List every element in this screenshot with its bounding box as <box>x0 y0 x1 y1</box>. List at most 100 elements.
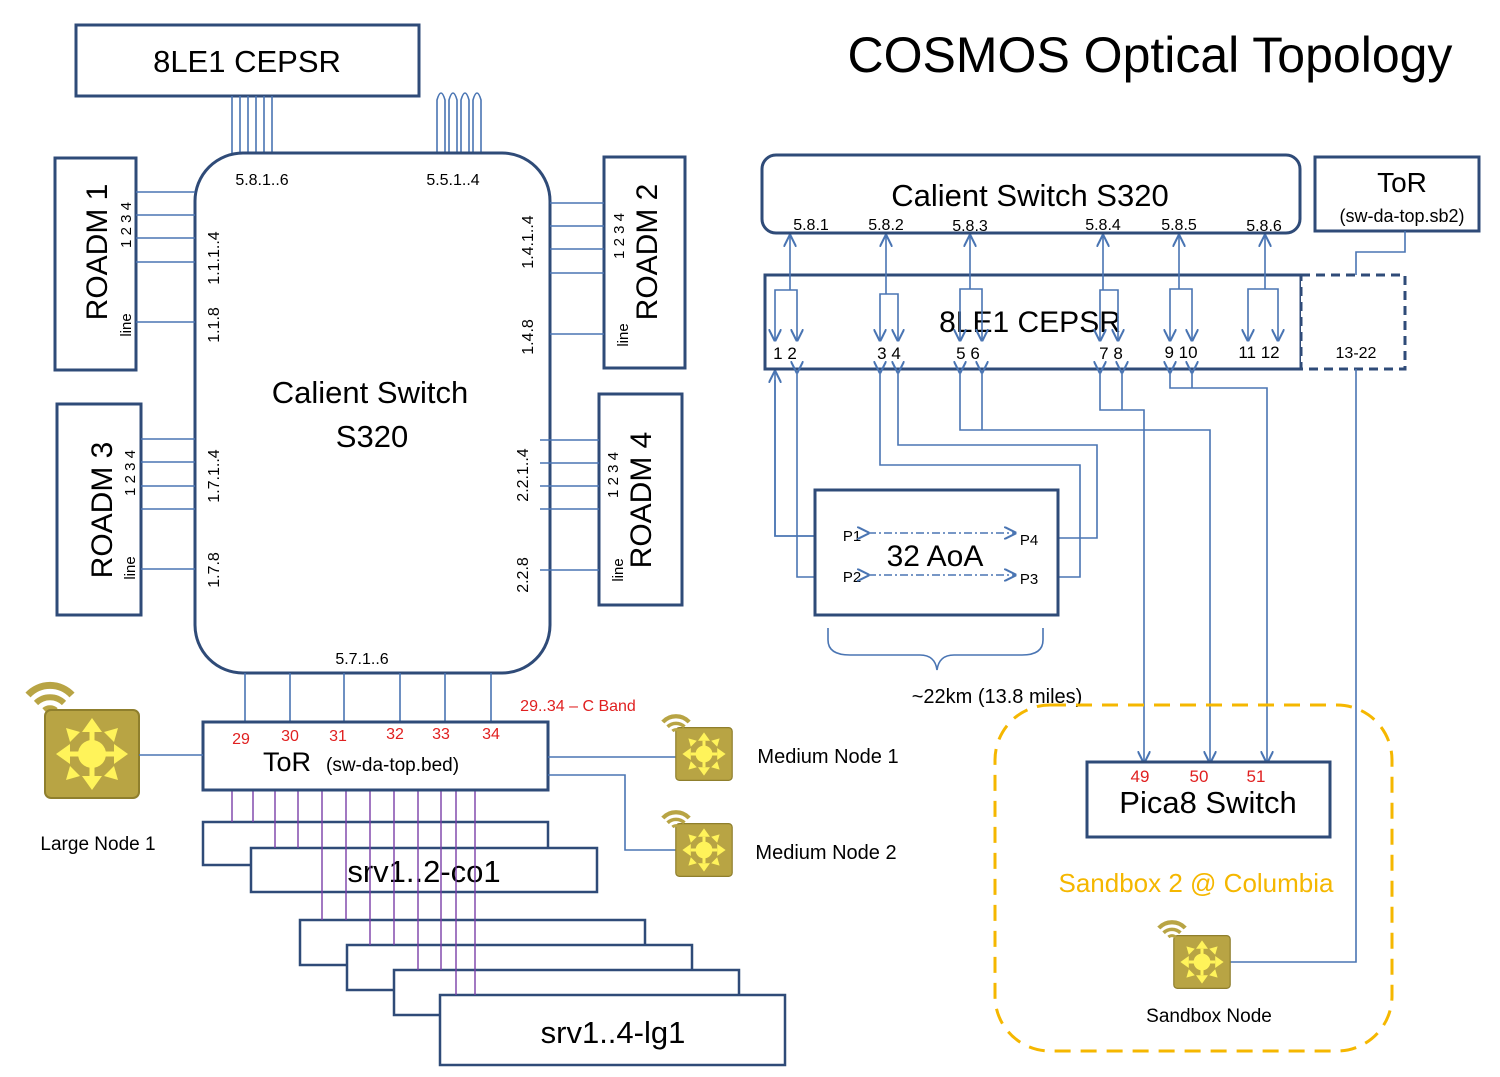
calient-left-line1: Calient Switch <box>272 375 468 410</box>
roadm-3-label: ROADM 3 <box>86 442 119 579</box>
cepsr-right-ports: 1 2 3 4 5 6 7 8 9 10 11 12 <box>773 343 1279 363</box>
svg-text:5.8.6: 5.8.6 <box>1246 218 1282 235</box>
tor-left-sub: (sw-da-top.bed) <box>326 755 459 776</box>
cepsr-box-right <box>763 273 1303 371</box>
tor-left-name: ToR <box>263 747 311 777</box>
calient-tor-links <box>244 673 492 722</box>
medium-node-2-link <box>548 774 677 851</box>
svg-text:31: 31 <box>329 728 347 745</box>
medium-node-1-label: Medium Node 1 <box>757 746 898 768</box>
roadm-2-box <box>602 155 687 370</box>
tor-right-sub: (sw-da-top.sb2) <box>1339 206 1464 226</box>
calient-left-line2: S320 <box>336 419 408 454</box>
cepsr-label-left: 8LE1 CEPSR <box>153 44 341 79</box>
port-label: 5.5.1..4 <box>426 172 479 189</box>
distance-brace <box>827 628 1044 671</box>
svg-text:51: 51 <box>1247 767 1266 786</box>
tor-right-name: ToR <box>1377 167 1427 198</box>
tor-box-right <box>1313 155 1481 233</box>
svg-text:34: 34 <box>482 726 500 743</box>
roadm-4-ports: 1 2 3 4 <box>605 452 622 498</box>
calient-cepsr-links <box>775 236 1278 340</box>
roadm-3-ports: 1 2 3 4 <box>122 450 139 496</box>
sandbox-label: Sandbox 2 @ Columbia <box>1059 868 1335 898</box>
port-label: 5.8.1..6 <box>235 172 288 189</box>
pica8-box <box>1085 760 1332 839</box>
cepsr-box-left <box>74 23 421 98</box>
svg-text:7 8: 7 8 <box>1099 344 1123 363</box>
cepsr-calient-links <box>231 92 482 155</box>
svg-text:30: 30 <box>281 728 299 745</box>
aoa-port-p4: P4 <box>1020 532 1038 549</box>
cepsr-ext-box <box>1299 273 1407 371</box>
pica8-ports: 49 50 51 <box>1131 767 1266 786</box>
roadm-4-links <box>540 439 599 571</box>
router-node-icon <box>674 822 734 878</box>
cband-label: 29..34 – C Band <box>520 698 636 715</box>
port-label: 5.7.1..6 <box>335 651 388 668</box>
roadm-4-label: ROADM 4 <box>625 432 658 569</box>
port-label: 1.4.1..4 <box>520 215 537 268</box>
distance-label: ~22km (13.8 miles) <box>912 686 1083 708</box>
roadm-2-ports: 1 2 3 4 <box>611 213 628 259</box>
port-label: 1.4.8 <box>520 319 537 355</box>
svg-text:32: 32 <box>386 726 404 743</box>
calient-switch-left <box>193 151 552 675</box>
srv-lg-label: srv1..4-lg1 <box>541 1015 686 1050</box>
aoa-label: 32 AoA <box>887 540 984 573</box>
cepsr-right-label: 8LE1 CEPSR <box>939 306 1121 339</box>
srv-co-stack <box>201 820 599 894</box>
port-label: 1.7.1..4 <box>206 449 223 502</box>
cepsr-ext-label: 13-22 <box>1336 345 1377 362</box>
roadm-1-links <box>136 191 195 323</box>
svg-text:50: 50 <box>1190 767 1209 786</box>
wifi-icon <box>28 685 72 710</box>
svg-text:29: 29 <box>232 731 250 748</box>
svg-text:3 4: 3 4 <box>877 344 901 363</box>
port-label: 2.2.1..4 <box>515 448 532 501</box>
large-node-label: Large Node 1 <box>40 834 155 855</box>
pica8-label: Pica8 Switch <box>1119 785 1296 820</box>
roadm-4-line: line <box>610 558 627 581</box>
roadm-2-line: line <box>615 323 632 346</box>
calient-right-ports: 5.8.1 5.8.2 5.8.3 5.8.4 5.8.5 5.8.6 <box>793 217 1282 235</box>
sandbox-area <box>993 703 1394 1053</box>
roadm-4-box <box>597 392 684 607</box>
router-node-icon <box>45 710 139 798</box>
svg-text:5 6: 5 6 <box>956 344 980 363</box>
svg-text:5.8.3: 5.8.3 <box>952 218 988 235</box>
aoa-box <box>813 488 1060 617</box>
svg-text:11 12: 11 12 <box>1238 343 1279 362</box>
roadm-3-links <box>141 438 195 570</box>
svg-text:1 2: 1 2 <box>773 344 797 363</box>
cepsr-aoa-links <box>775 369 1357 963</box>
calient-right-label: Calient Switch S320 <box>891 178 1168 213</box>
calient-switch-right <box>760 153 1302 235</box>
svg-text:5.8.5: 5.8.5 <box>1161 217 1197 234</box>
roadm-1-label: ROADM 1 <box>81 184 114 321</box>
aoa-port-p2: P2 <box>843 569 861 586</box>
port-label: 1.7.8 <box>206 552 223 588</box>
sandbox-node-label: Sandbox Node <box>1146 1006 1272 1027</box>
roadm-1-ports: 1 2 3 4 <box>118 202 135 248</box>
svg-text:9 10: 9 10 <box>1164 343 1197 362</box>
roadm-1-box <box>53 156 138 372</box>
svg-text:5.8.1: 5.8.1 <box>793 217 829 234</box>
roadm-2-label: ROADM 2 <box>631 184 664 321</box>
aoa-port-p3: P3 <box>1020 571 1038 588</box>
router-node-icon <box>1172 934 1232 990</box>
svg-text:5.8.4: 5.8.4 <box>1085 217 1121 234</box>
roadm-3-line: line <box>122 556 139 579</box>
port-label: 1.1.1..4 <box>206 231 223 284</box>
roadm-3-box <box>55 402 143 617</box>
port-label: 1.1.8 <box>206 307 223 343</box>
server-links <box>231 790 476 995</box>
tor-port-labels: 29 30 31 32 33 34 <box>232 726 500 748</box>
page-title: COSMOS Optical Topology <box>848 27 1453 83</box>
tor-box-left <box>201 720 550 792</box>
router-node-icon <box>674 726 734 782</box>
wifi-icon <box>1159 922 1185 937</box>
port-label: 2.2.8 <box>515 557 532 593</box>
sandbox-node-link <box>1230 369 1357 963</box>
